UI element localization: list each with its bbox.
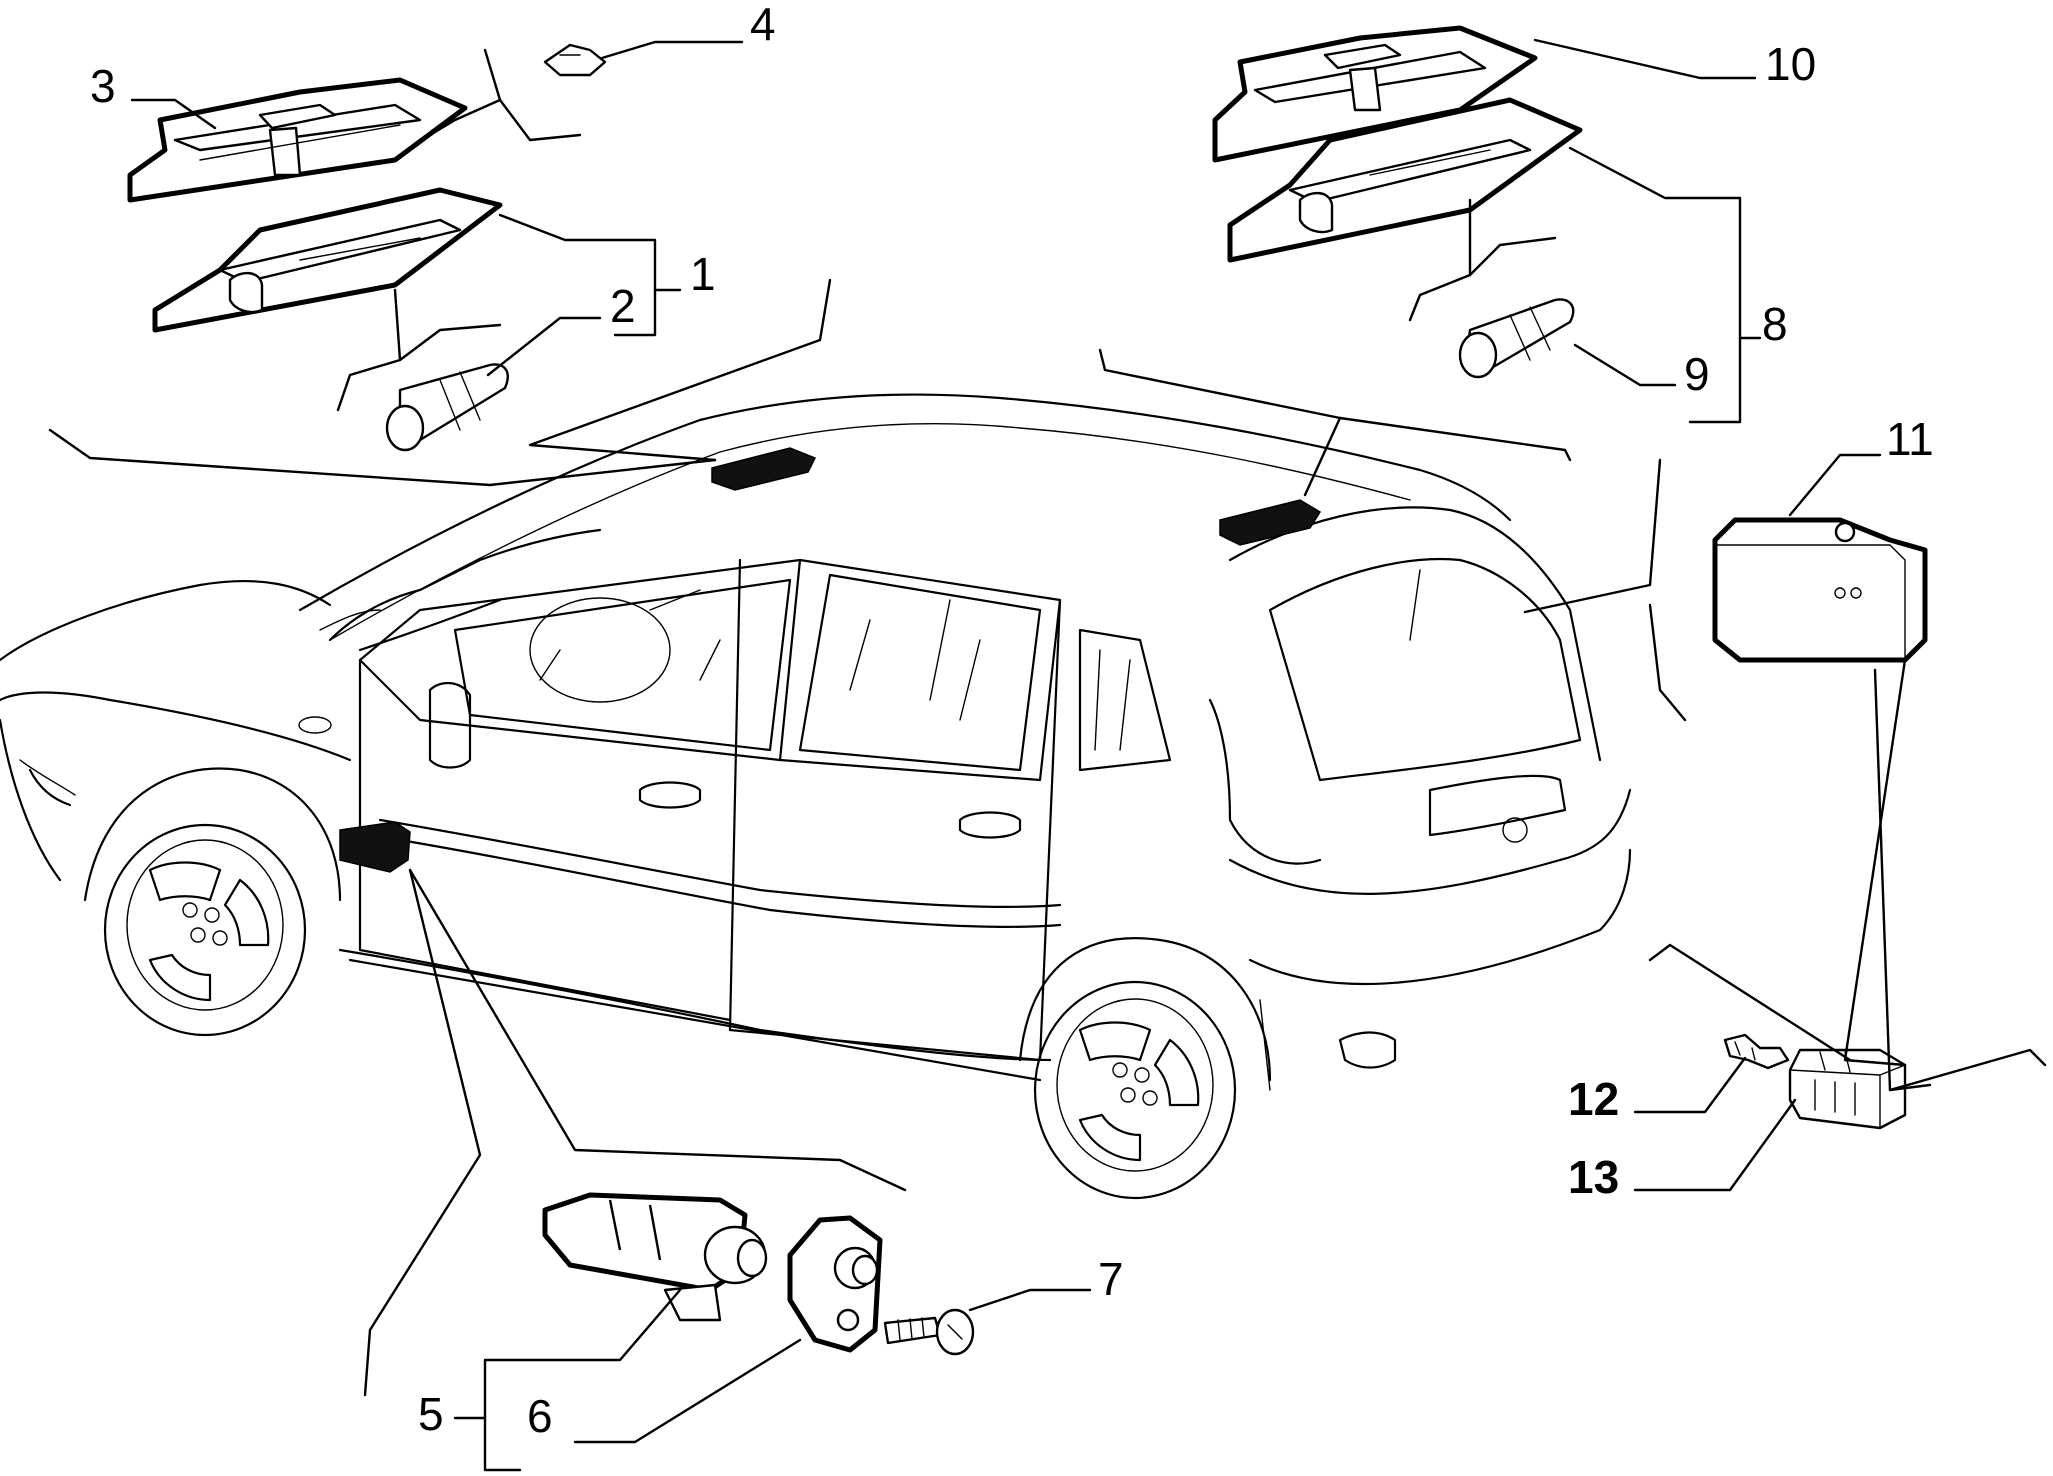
rear-lamp-housing-part xyxy=(1227,97,1583,263)
callout-1: 1 xyxy=(690,248,716,300)
front-lamp-housing-part xyxy=(152,187,503,333)
bracket-part xyxy=(787,1215,883,1353)
callout-4: 4 xyxy=(750,0,776,50)
front-lamp-lens-part xyxy=(127,77,468,203)
bulb-part xyxy=(385,363,509,452)
callout-2: 2 xyxy=(610,280,636,332)
rear-bulb-part xyxy=(1458,298,1575,379)
front-lamp-location xyxy=(711,447,817,491)
callout-7: 7 xyxy=(1098,1253,1124,1305)
callout-11: 11 xyxy=(1886,413,1934,465)
callout-12: 12 xyxy=(1568,1073,1619,1125)
door-switch-location xyxy=(339,821,411,873)
leader-lines xyxy=(48,38,2047,1472)
callout-10: 10 xyxy=(1765,38,1816,90)
connector-part xyxy=(1788,1048,1907,1130)
clip-part xyxy=(543,43,607,77)
control-module-part xyxy=(1712,517,1928,663)
callout-13: 13 xyxy=(1568,1151,1619,1203)
terminal-part xyxy=(1723,1033,1790,1070)
callout-labels: 3 4 1 2 10 8 9 11 12 13 7 5 6 xyxy=(90,0,1934,1442)
callout-3: 3 xyxy=(90,60,116,112)
car-illustration xyxy=(0,393,1632,1200)
callout-5: 5 xyxy=(418,1388,444,1440)
rear-lamp-lens-part xyxy=(1212,25,1538,163)
rear-lamp-location xyxy=(1219,499,1322,546)
callout-9: 9 xyxy=(1684,348,1710,400)
door-switch-part xyxy=(542,1192,768,1322)
screw-part xyxy=(883,1308,975,1356)
callout-8: 8 xyxy=(1762,298,1788,350)
callout-6: 6 xyxy=(527,1390,553,1442)
